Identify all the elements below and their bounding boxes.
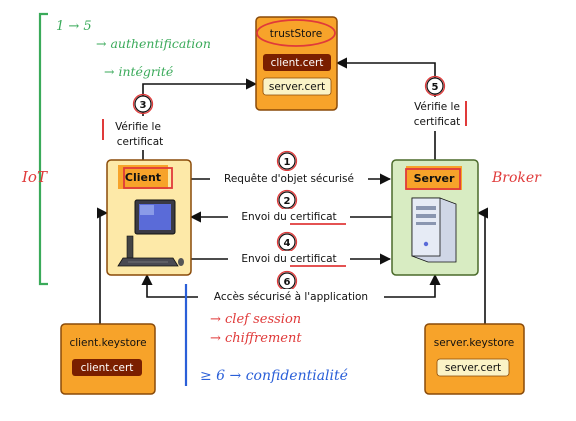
client-keystore-box: client.keystore client.cert: [60, 323, 156, 395]
server-keystore-title: server.keystore: [434, 337, 515, 349]
client-keystore-title: client.keystore: [69, 337, 146, 349]
step5-line2: certificat: [414, 116, 461, 128]
green-steps-range: 1 → 5: [56, 19, 92, 34]
step6-number: 6: [284, 277, 291, 288]
green-authentification: → authentification: [96, 36, 211, 51]
red-annotations: IoT Broker: [21, 168, 542, 186]
step2-number: 2: [284, 196, 291, 207]
step5-number: 5: [432, 82, 439, 93]
server-box: Server: [391, 159, 479, 276]
server-label: Server: [414, 172, 455, 185]
step3-line1: Vérifie le: [115, 121, 161, 133]
green-bracket: [38, 12, 48, 286]
step4-text: Envoi du certificat: [241, 253, 336, 265]
blue-confidentialite: ≥ 6 → confidentialité: [200, 368, 348, 384]
step3-line2: certificat: [117, 136, 164, 148]
step6-text: Accès sécurisé à l'application: [214, 291, 368, 303]
step-labels: 3 Vérifie le certificat 5 Vérifie le cer…: [102, 75, 468, 304]
truststore-client-cert: client.cert: [271, 57, 324, 69]
truststore-box: trustStore client.cert server.cert: [255, 16, 338, 111]
step4-number: 4: [284, 238, 291, 249]
truststore-title-circle: [256, 19, 336, 47]
client-keystore-cert: client.cert: [81, 362, 134, 374]
server-label-red-box: [405, 168, 461, 190]
step2-text: Envoi du certificat: [241, 211, 336, 223]
server-keystore-cert: server.cert: [445, 362, 501, 374]
server-tower-icon: [411, 197, 457, 263]
computer-icon: [117, 199, 184, 267]
blue-annotations: → clef session → chiffrement ≥ 6 → confi…: [184, 284, 348, 386]
arrow-serverkeystore-to-server: [476, 207, 489, 324]
blue-clef-session: → clef session: [210, 312, 301, 327]
server-keystore-box: server.keystore server.cert: [424, 323, 525, 395]
iot-note: IoT: [21, 168, 48, 186]
client-box: Client: [106, 159, 192, 276]
green-annotations: 1 → 5 → authentification → intégrité: [38, 12, 211, 286]
step1-number: 1: [284, 157, 291, 168]
client-label-red-box: [123, 167, 173, 189]
broker-note: Broker: [491, 170, 542, 186]
client-label: Client: [125, 171, 161, 184]
step5-line1: Vérifie le: [414, 101, 460, 113]
step3-number: 3: [140, 100, 147, 111]
step1-text: Requête d'objet sécurisé: [224, 173, 354, 185]
blue-chiffrement: → chiffrement: [210, 331, 302, 346]
arrow-clientkeystore-to-client: [96, 207, 109, 324]
truststore-server-cert: server.cert: [269, 81, 325, 93]
truststore-title: trustStore: [270, 28, 322, 40]
green-integrite: → intégrité: [104, 64, 174, 79]
